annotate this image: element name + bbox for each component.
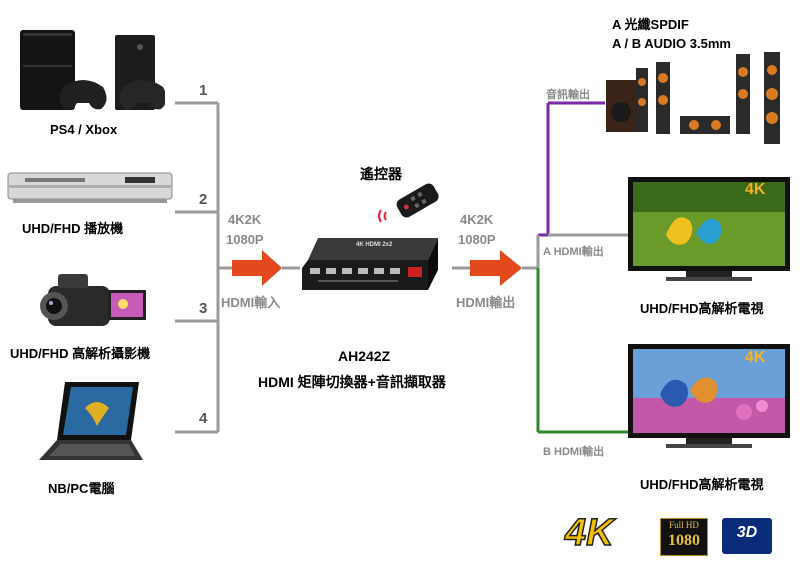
television-a-icon [628, 177, 790, 281]
input-resolution-1080p: 1080P [226, 232, 264, 247]
device-model: AH242Z [338, 348, 391, 364]
speaker-system-icon [606, 52, 780, 144]
4k-logo: 4K [564, 511, 614, 555]
port-number: 1 [199, 82, 208, 99]
full-hd-logo: Full HD 1080 [660, 518, 708, 556]
input-resolution-4k: 4K2K [228, 212, 262, 227]
source-label-ps4-xbox: PS4 / Xbox [50, 122, 118, 137]
matrix-switcher-device [302, 238, 438, 290]
output-arrow [470, 250, 522, 286]
source-label-laptop: NB/PC電腦 [48, 481, 115, 496]
camcorder-icon [40, 274, 146, 326]
audio-35mm-label: A / B AUDIO 3.5mm [612, 36, 731, 51]
audio-spdif-label: A 光纖SPDIF [612, 17, 689, 32]
remote-control-icon [378, 183, 439, 223]
input-arrow [232, 250, 282, 286]
output-resolution-4k: 4K2K [460, 212, 494, 227]
tv-b-4k-badge: 4K [745, 349, 766, 366]
3d-logo-text: 3D [736, 524, 758, 541]
laptop-icon [39, 382, 143, 460]
hdmi-output-label: HDMI輸出 [456, 295, 516, 310]
output-resolution-1080p: 1080P [458, 232, 496, 247]
port-number: 4 [199, 410, 208, 427]
full-hd-bottom-text: 1080 [668, 532, 700, 549]
hdmi-input-label: HDMI輸入 [221, 295, 281, 310]
media-player-icon [7, 172, 173, 203]
output-a-label: A HDMI輸出 [543, 246, 604, 258]
television-b-icon [628, 344, 790, 448]
3d-logo: 3D [722, 518, 772, 554]
port-number: 3 [199, 300, 208, 317]
output-b-label: B HDMI輸出 [543, 446, 605, 458]
tv-a-label: UHD/FHD高解析電視 [640, 301, 764, 316]
device-panel-text: 4K HDMI 2x2 [356, 242, 393, 248]
full-hd-top-text: Full HD [669, 520, 699, 530]
tv-b-label: UHD/FHD高解析電視 [640, 477, 764, 492]
audio-output-label: 音訊輸出 [546, 89, 590, 101]
remote-label: 遙控器 [360, 166, 402, 182]
game-console-icon [20, 30, 165, 110]
device-name: HDMI 矩陣切換器+音訊擷取器 [258, 374, 446, 390]
source-label-player: UHD/FHD 播放機 [22, 221, 124, 236]
source-label-camcorder: UHD/FHD 高解析攝影機 [10, 346, 151, 361]
port-number: 2 [199, 191, 208, 208]
tv-a-4k-badge: 4K [745, 181, 766, 198]
